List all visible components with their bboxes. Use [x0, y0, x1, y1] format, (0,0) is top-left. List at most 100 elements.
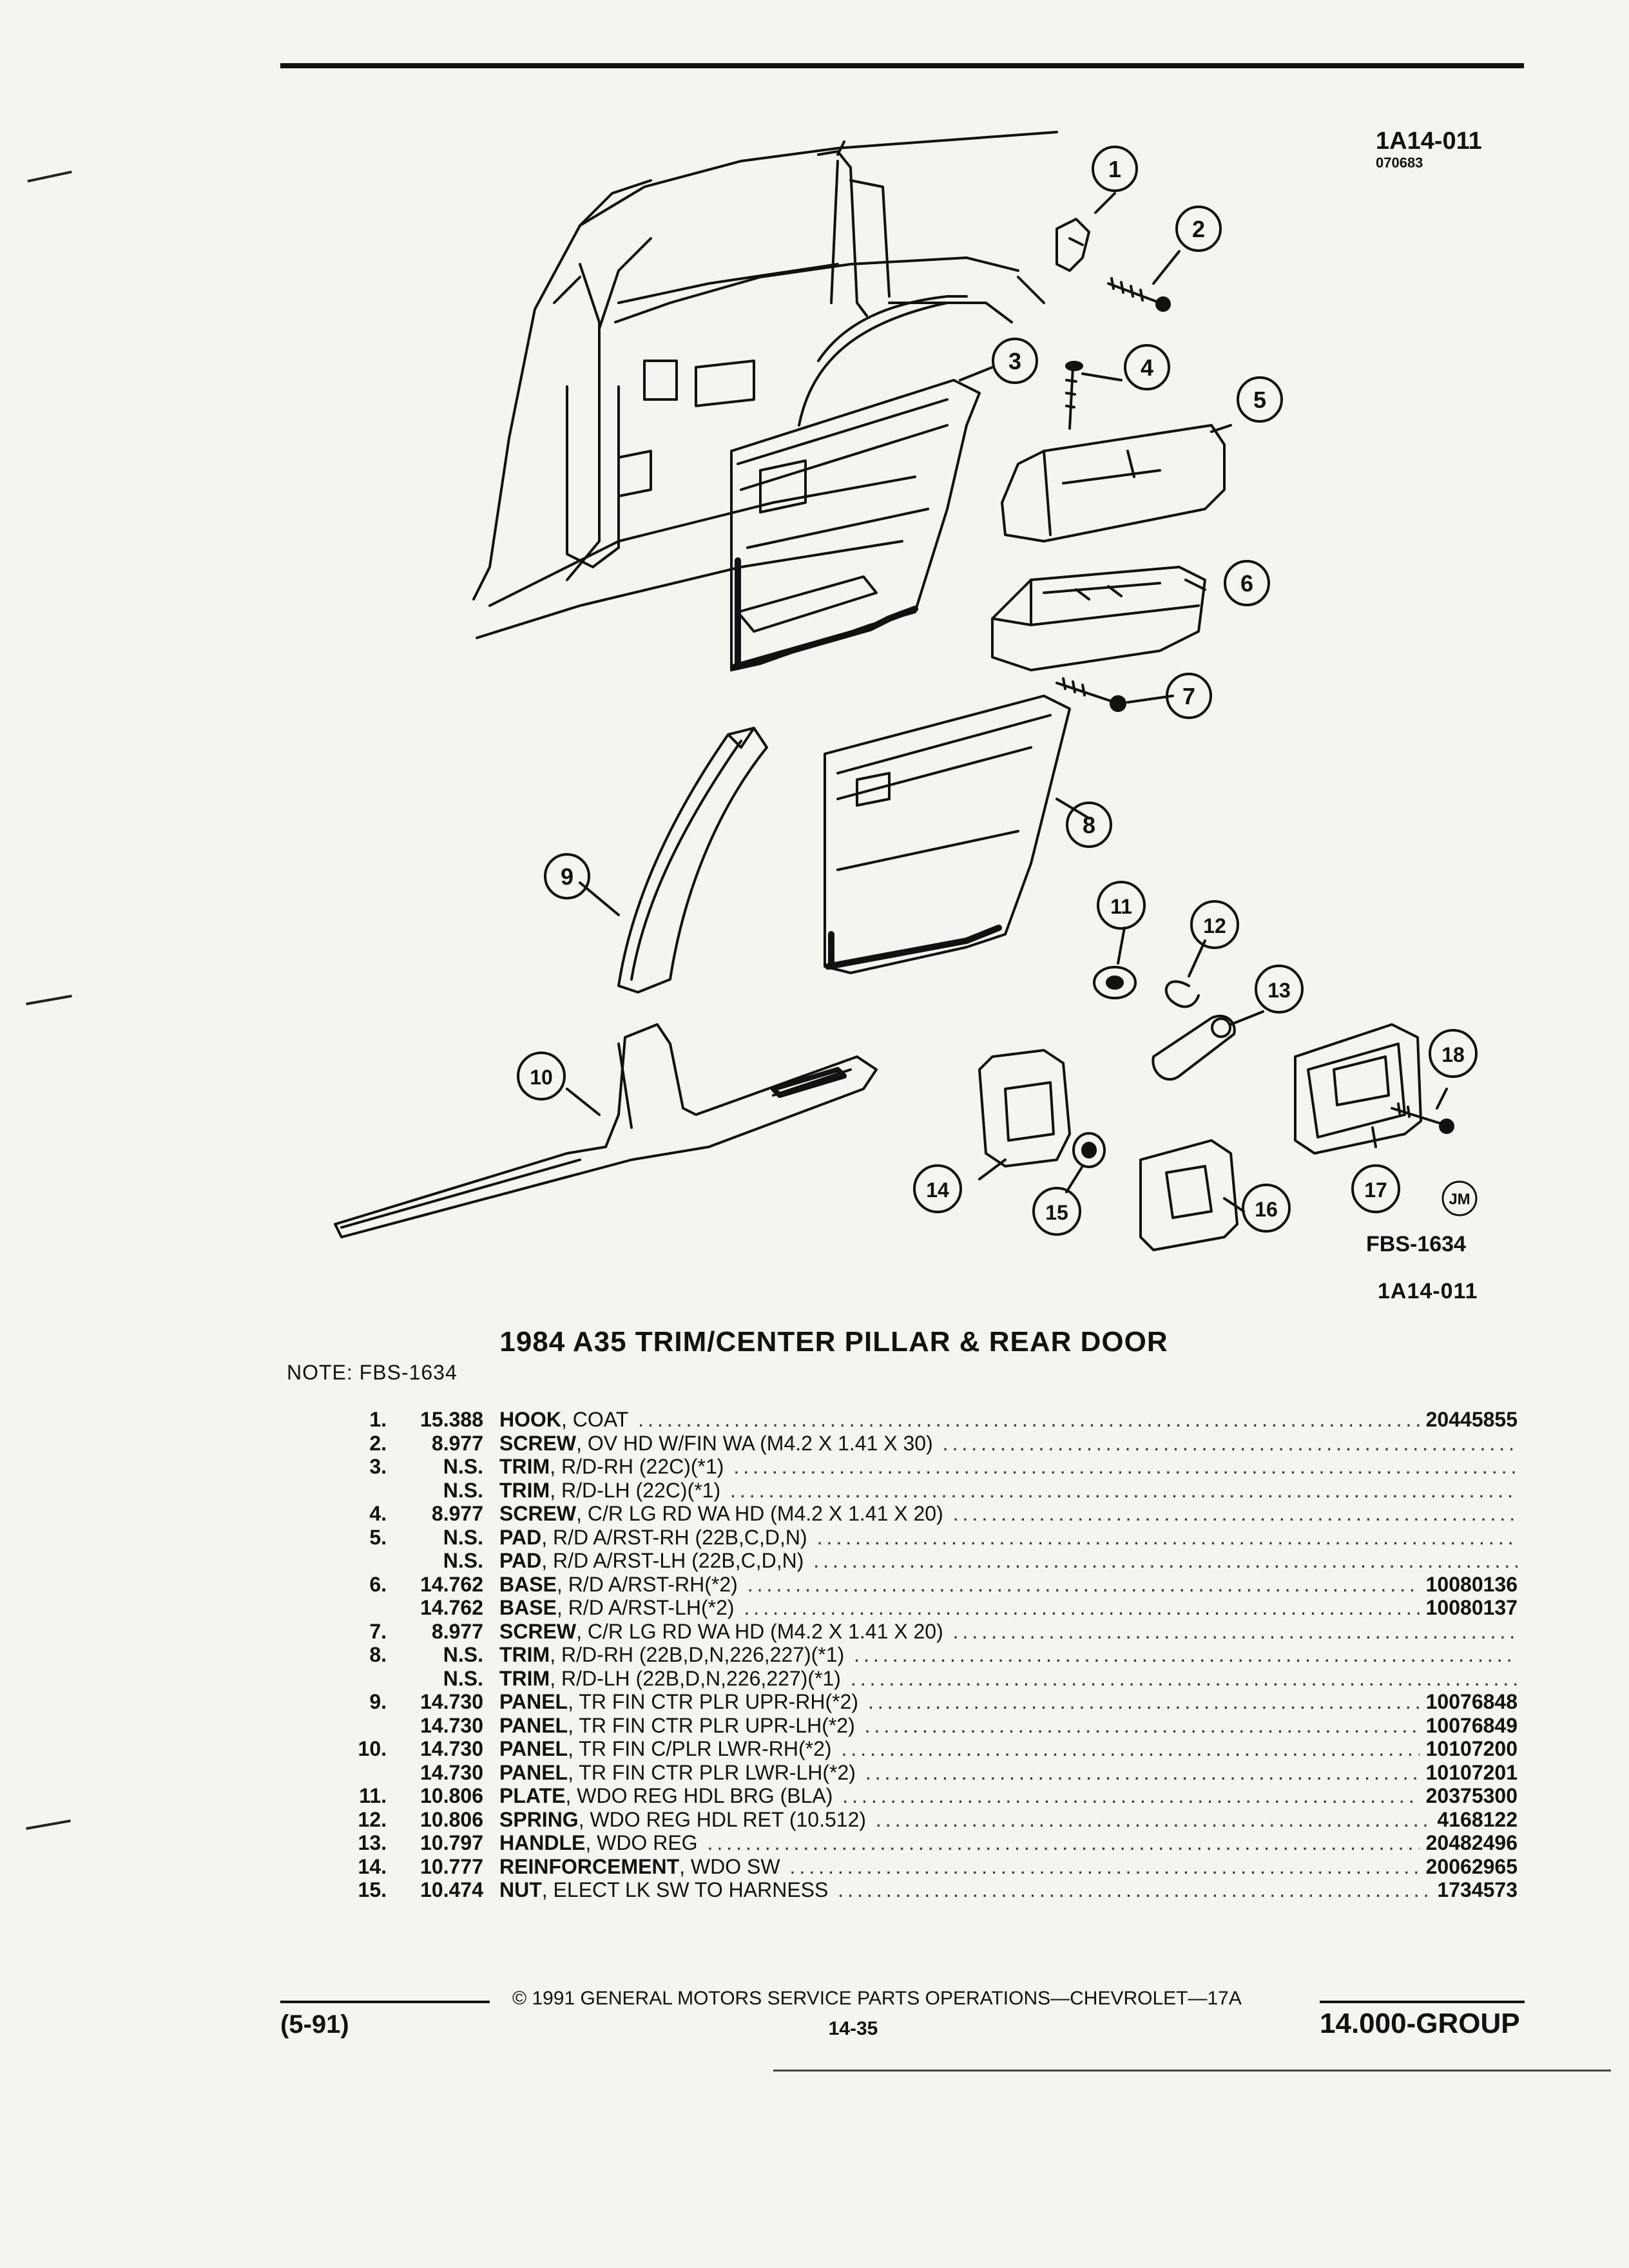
- leader-dots: ........................................…: [638, 1408, 1518, 1431]
- artist-mark: JM: [1441, 1180, 1478, 1216]
- leader-dots: ........................................…: [842, 1784, 1518, 1807]
- group-number: 10.777: [420, 1854, 483, 1878]
- group-number: 14.730: [420, 1713, 483, 1737]
- leader-dots: ........................................…: [707, 1831, 1518, 1854]
- part-spec: , C/R LG RD WA HD (M4.2 X 1.41 X 20): [576, 1502, 943, 1525]
- revision-date: (5-91): [280, 2010, 349, 2039]
- bearing-plate: [1093, 966, 1137, 999]
- group-number: 10.797: [420, 1831, 483, 1854]
- leader-dots: ........................................…: [854, 1643, 1518, 1666]
- copyright-notice: © 1991 GENERAL MOTORS SERVICE PARTS OPER…: [512, 1988, 1242, 2009]
- group-number: 14.730: [420, 1737, 483, 1760]
- group-number: 14.762: [420, 1572, 483, 1596]
- group-number: N.S.: [443, 1455, 483, 1478]
- part-name: PANEL: [499, 1713, 568, 1737]
- margin-mark: [27, 170, 72, 183]
- group-number: N.S.: [443, 1525, 483, 1549]
- item-number: 4.: [369, 1502, 387, 1525]
- part-number: 20062965: [1419, 1854, 1518, 1878]
- item-number: 2.: [369, 1431, 387, 1455]
- svg-text:3: 3: [1008, 348, 1021, 374]
- coat-hook: [1055, 218, 1090, 272]
- part-description: HANDLE, WDO REG ........................…: [499, 1831, 1518, 1855]
- part-spec: , R/D A/RST-LH(*2): [556, 1596, 735, 1619]
- leader-dots: ........................................…: [864, 1713, 1518, 1737]
- svg-text:8: 8: [1083, 812, 1095, 838]
- callout-10: 10: [517, 1052, 566, 1100]
- svg-text:17: 17: [1364, 1178, 1387, 1202]
- leader-dots: ........................................…: [838, 1878, 1518, 1901]
- armrest-pad: [1001, 424, 1226, 543]
- part-number: 20445855: [1419, 1408, 1518, 1432]
- svg-text:7: 7: [1182, 683, 1195, 709]
- callout-6: 6: [1224, 560, 1270, 606]
- leader-dots: ........................................…: [952, 1619, 1518, 1643]
- item-number: 10.: [358, 1737, 387, 1760]
- part-number: 20482496: [1419, 1831, 1518, 1855]
- armrest-base: [991, 566, 1206, 671]
- part-description: NUT, ELECT LK SW TO HARNESS ............…: [499, 1878, 1518, 1902]
- part-description: TRIM, R/D-LH (22B,D,N,226,227)(*1) .....…: [499, 1667, 1518, 1691]
- callout-2: 2: [1175, 206, 1222, 252]
- margin-mark: [26, 994, 72, 1006]
- part-description: TRIM, R/D-LH (22C)(*1) .................…: [499, 1479, 1518, 1503]
- catalog-code: 1A14-011: [1376, 128, 1482, 155]
- part-name: SCREW: [499, 1502, 577, 1525]
- part-description: PLATE, WDO REG HDL BRG (BLA) ...........…: [499, 1784, 1518, 1808]
- window-regulator-handle: [1152, 1014, 1236, 1081]
- group-number: 8.977: [431, 1431, 483, 1455]
- leader-dots: ........................................…: [841, 1737, 1518, 1760]
- part-number: 10107200: [1419, 1737, 1518, 1761]
- item-number: 13.: [358, 1831, 387, 1854]
- group-number: N.S.: [443, 1666, 483, 1690]
- part-number: 10080137: [1419, 1596, 1518, 1620]
- svg-text:JM: JM: [1449, 1191, 1470, 1208]
- parts-row: N.S. TRIM, R/D-LH (22B,D,N,226,227)(*1) .…: [277, 1667, 1527, 1691]
- part-description: PAD, R/D A/RST-LH (22B,C,D,N) ..........…: [499, 1549, 1518, 1573]
- leader-dots: ........................................…: [816, 1525, 1518, 1549]
- callout-17: 17: [1351, 1164, 1400, 1213]
- part-description: PANEL, TR FIN C/PLR LWR-RH(*2) .........…: [499, 1737, 1518, 1761]
- item-number: 3.: [369, 1455, 387, 1478]
- figure-reference-label: FBS-1634: [1366, 1232, 1466, 1256]
- parts-row: 5.N.S.PAD, R/D A/RST-RH (22B,C,D,N) ....…: [277, 1526, 1527, 1550]
- bottom-rule: [773, 2070, 1611, 2071]
- part-name: SCREW: [499, 1619, 577, 1643]
- part-number: 4168122: [1431, 1807, 1518, 1831]
- callout-16: 16: [1242, 1184, 1291, 1233]
- part-name: PAD: [499, 1525, 542, 1549]
- part-number: 1734573: [1431, 1878, 1518, 1902]
- callout-5: 5: [1237, 376, 1283, 423]
- parts-row: 10. 14.730 PANEL, TR FIN C/PLR LWR-RH(*2) …: [277, 1737, 1527, 1761]
- part-spec: , COAT: [561, 1408, 629, 1431]
- group-number: 10.806: [420, 1807, 483, 1831]
- screw: [1055, 677, 1116, 704]
- group-number: 14.762: [420, 1596, 483, 1619]
- inner-panel-opening: [617, 360, 755, 497]
- switch-reinforcement: [978, 1049, 1071, 1168]
- part-spec: , R/D A/RST-RH (22B,C,D,N): [541, 1525, 807, 1549]
- callout-13: 13: [1255, 965, 1304, 1014]
- part-spec: , TR FIN C/PLR LWR-RH(*2): [568, 1737, 832, 1760]
- part-name: BASE: [499, 1572, 557, 1596]
- part-description: PANEL, TR FIN CTR PLR UPR-LH(*2) .......…: [499, 1714, 1518, 1738]
- item-number: 14.: [358, 1854, 387, 1878]
- catalog-sub-code: 070683: [1376, 155, 1423, 171]
- callout-4: 4: [1124, 344, 1170, 390]
- part-spec: , WDO SW: [679, 1854, 780, 1878]
- leader-dots: ........................................…: [789, 1854, 1518, 1878]
- leader-dots: ........................................…: [730, 1478, 1518, 1502]
- parts-row: N.S. PAD, R/D A/RST-LH (22B,C,D,N) ......…: [277, 1549, 1527, 1573]
- svg-text:11: 11: [1110, 895, 1132, 918]
- part-spec: , WDO REG HDL BRG (BLA): [565, 1784, 833, 1807]
- part-name: PANEL: [499, 1690, 568, 1713]
- leader-dots: ........................................…: [952, 1502, 1518, 1525]
- group-number: N.S.: [443, 1549, 483, 1572]
- switch-bezel: [1139, 1139, 1239, 1251]
